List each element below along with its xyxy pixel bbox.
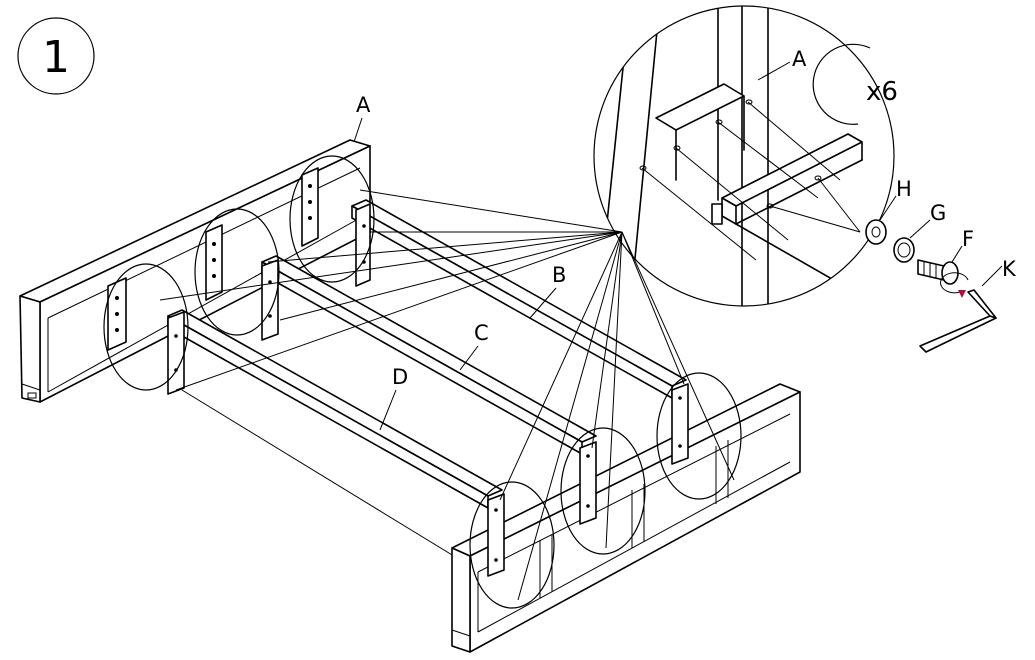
detail-ellipses (103, 155, 742, 609)
label-a: A (356, 93, 371, 117)
rail-b (351, 199, 687, 399)
lock-washer-g (893, 219, 931, 263)
label-a-detail: A (792, 47, 807, 71)
detail-view: A (593, 5, 895, 307)
bolt-f (917, 245, 963, 285)
label-f: F (962, 227, 974, 251)
washer-h (865, 195, 897, 245)
rail-d (167, 309, 503, 509)
headboard-panel-a (19, 139, 371, 403)
footboard-frame (451, 383, 801, 653)
label-d: D (392, 365, 408, 389)
label-g: G (930, 201, 946, 225)
allen-key-k (919, 265, 1003, 353)
step-badge: 1 (17, 17, 95, 95)
leader-lines (159, 189, 735, 601)
step-number: 1 (42, 32, 70, 83)
part-labels: A B C D H G F K (353, 93, 1017, 431)
label-b: B (552, 263, 566, 287)
rail-c (261, 255, 597, 455)
quantity-badge: x6 (812, 43, 898, 125)
quantity-text: x6 (866, 77, 898, 107)
label-h: H (896, 177, 912, 201)
label-k: K (1002, 257, 1017, 281)
label-c: C (474, 321, 489, 345)
